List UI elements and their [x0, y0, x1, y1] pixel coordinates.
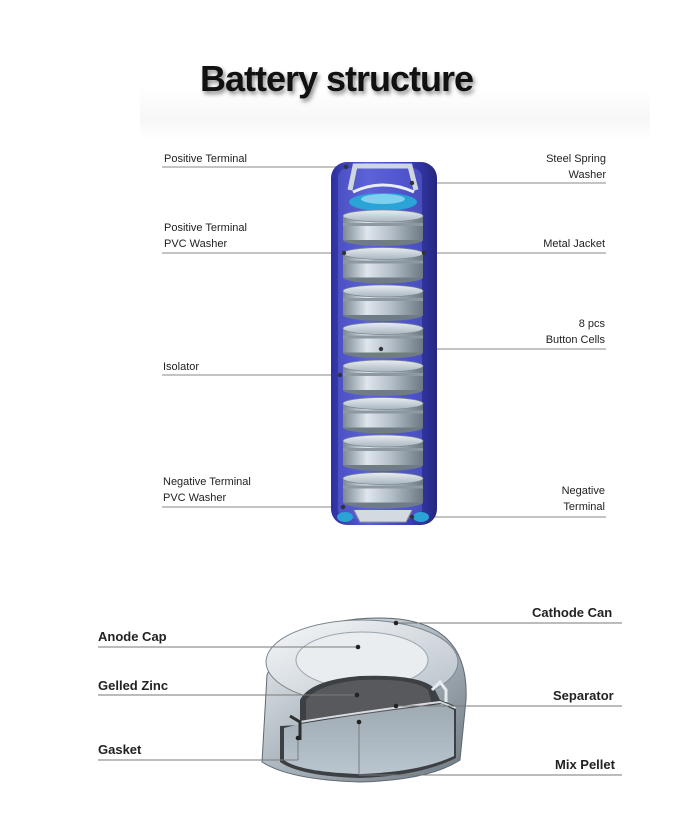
button-cell-top: [342, 359, 424, 373]
button-cell: [342, 209, 424, 246]
button-cell-top: [342, 247, 424, 260]
button-cell-band: [343, 410, 423, 414]
button-cell-band: [343, 448, 423, 451]
label-metal-jacket: Metal Jacket: [543, 238, 605, 250]
button-cell-top: [342, 434, 424, 448]
button-cell: [342, 472, 424, 509]
label-positive-terminal: Positive Terminal: [164, 153, 247, 165]
button-cell-band: [343, 260, 423, 264]
label-anode-cap: Anode Cap: [98, 629, 167, 644]
button-cell: [342, 284, 424, 321]
button-cell: [342, 359, 424, 396]
button-cell-top: [342, 397, 424, 410]
button-cell-stack: [342, 209, 424, 509]
button-cell-top: [342, 472, 424, 485]
button-cell: [342, 397, 424, 434]
button-cell-top: [342, 284, 424, 298]
button-cell-cutaway: [261, 617, 467, 783]
label-gelled-zinc: Gelled Zinc: [98, 678, 169, 693]
button-cell-band: [343, 485, 423, 489]
leader-lines-battery: [162, 166, 606, 518]
button-cell-band: [343, 298, 423, 301]
label-cathode-can: Cathode Can: [532, 605, 613, 620]
button-cell-band: [343, 373, 423, 376]
title-band: [140, 88, 650, 140]
leader-lines-cell: [98, 622, 622, 776]
button-cell-band: [343, 335, 423, 339]
label-gasket: Gasket: [98, 742, 142, 757]
label-negative-terminal: Negative Terminal: [561, 485, 605, 513]
button-cell: [342, 434, 424, 471]
button-cell-top: [342, 322, 424, 335]
button-cell-band: [343, 223, 423, 226]
label-separator: Separator: [553, 688, 614, 703]
page-title: Battery structure: [199, 58, 474, 99]
button-cell: [342, 247, 424, 284]
label-button-cells: 8 pcs Button Cells: [545, 318, 605, 346]
label-negative-terminal-pvc-washer: Negative Terminal PVC Washer: [163, 476, 251, 504]
leader-dots-battery: [337, 164, 427, 520]
label-steel-spring-washer: Steel Spring Washer: [546, 153, 606, 181]
label-isolator: Isolator: [163, 361, 200, 373]
button-cell: [342, 322, 424, 359]
button-cell-top: [342, 209, 424, 223]
label-mix-pellet: Mix Pellet: [555, 757, 615, 772]
leader-dots-cell: [295, 620, 399, 741]
label-positive-terminal-pvc-washer: Positive Terminal PVC Washer: [164, 222, 247, 250]
